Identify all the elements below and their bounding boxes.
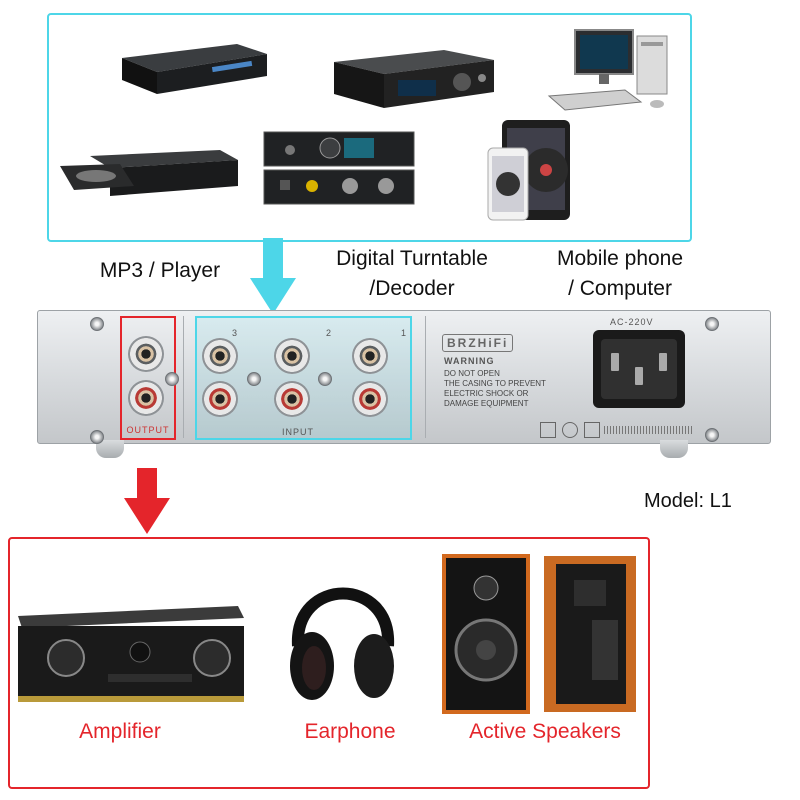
output-rca-right-jack bbox=[128, 380, 164, 416]
warning-text: DO NOT OPEN THE CASING TO PREVENT ELECTR… bbox=[444, 369, 546, 408]
compliance-icon bbox=[540, 422, 556, 438]
input2-rca-left-jack bbox=[274, 338, 310, 374]
input1-rca-right-jack bbox=[352, 381, 388, 417]
output-rca-left-jack bbox=[128, 336, 164, 372]
amplifier-label: Amplifier bbox=[79, 720, 161, 743]
weee-bin-icon bbox=[584, 422, 600, 438]
screw-icon bbox=[247, 372, 261, 386]
source-devices-frame bbox=[47, 13, 692, 242]
input-number-2: 2 bbox=[326, 328, 333, 338]
output-arrow-icon bbox=[124, 468, 170, 534]
desktop-computer-image bbox=[547, 29, 668, 111]
decoder-image bbox=[334, 50, 494, 108]
input3-rca-left-jack bbox=[202, 338, 238, 374]
brand-logo: BRZHiFi bbox=[442, 334, 514, 352]
bluray-player-image bbox=[122, 44, 267, 94]
power-inlet-face bbox=[601, 339, 677, 399]
earphone-image bbox=[290, 587, 395, 700]
model-label: Model: L1 bbox=[644, 490, 732, 512]
power-pin-icon bbox=[635, 367, 643, 385]
output-label: OUTPUT bbox=[126, 425, 170, 435]
output-devices-frame bbox=[8, 537, 650, 789]
recycle-icon bbox=[562, 422, 578, 438]
dvd-player-image bbox=[60, 150, 238, 196]
input-number-3: 3 bbox=[232, 328, 239, 338]
screw-icon bbox=[705, 428, 719, 442]
foot-left bbox=[96, 440, 124, 458]
amplifier-image bbox=[18, 606, 244, 702]
panel-divider bbox=[183, 316, 184, 438]
input-label: INPUT bbox=[282, 427, 314, 437]
screw-icon bbox=[165, 372, 179, 386]
panel-divider bbox=[425, 316, 426, 438]
mp3-player-label: MP3 / Player bbox=[99, 259, 221, 282]
foot-right bbox=[660, 440, 688, 458]
active-speakers-label: Active Speakers bbox=[469, 720, 621, 743]
screw-icon bbox=[90, 317, 104, 331]
input3-rca-right-jack bbox=[202, 381, 238, 417]
turntable-decoder-label: Digital Turntable /Decoder bbox=[336, 247, 488, 300]
barcode bbox=[604, 426, 694, 434]
screw-icon bbox=[90, 430, 104, 444]
input-arrow-icon bbox=[250, 238, 296, 314]
earphone-label: Earphone bbox=[304, 720, 396, 743]
power-rating-label: AC-220V bbox=[610, 317, 654, 327]
power-pin-icon bbox=[611, 353, 619, 371]
warning-title: WARNING bbox=[444, 356, 495, 366]
screw-icon bbox=[705, 317, 719, 331]
dac-stack-image bbox=[263, 131, 415, 205]
screw-icon bbox=[318, 372, 332, 386]
input2-rca-right-jack bbox=[274, 381, 310, 417]
power-pin-icon bbox=[659, 353, 667, 371]
input-number-1: 1 bbox=[401, 328, 408, 338]
phone-tablet-image bbox=[487, 120, 570, 221]
active-speakers-image bbox=[442, 554, 636, 714]
power-inlet-socket bbox=[593, 330, 685, 408]
mobile-computer-label: Mobile phone / Computer bbox=[556, 247, 684, 300]
input1-rca-left-jack bbox=[352, 338, 388, 374]
input-section-highlight bbox=[195, 316, 412, 440]
